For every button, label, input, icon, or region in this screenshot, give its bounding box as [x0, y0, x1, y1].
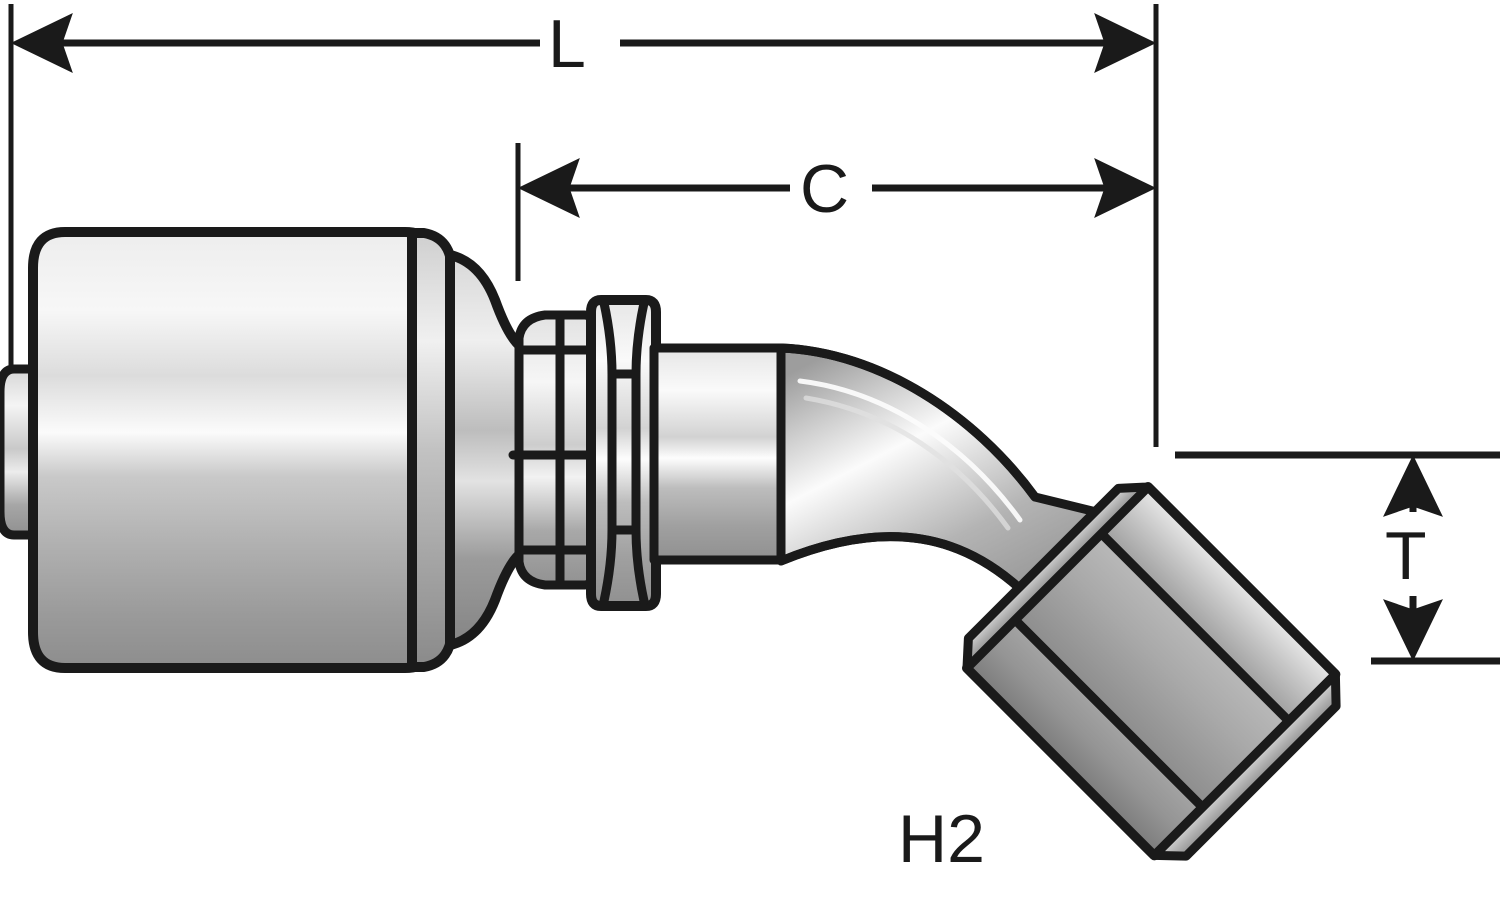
arrowhead-C-right: [1094, 158, 1157, 218]
swivel-hex-nut: [961, 481, 1341, 861]
arrowhead-L-left: [10, 13, 73, 73]
arrowhead-T-up: [1383, 454, 1443, 517]
arrowhead-C-left: [517, 158, 580, 218]
hex-flange-facets: [599, 298, 649, 606]
bend-outer-edge: [776, 343, 1040, 502]
hex-facet-edge-upper: [599, 298, 617, 606]
swivel-nut-chamfer: [1149, 669, 1341, 861]
taper-transition: [445, 250, 525, 650]
arrowhead-T-down: [1383, 599, 1443, 662]
dimension-label-C: C: [800, 151, 850, 227]
bend-highlight: [797, 378, 1023, 531]
fitting-assembly: [0, 227, 1341, 861]
swivel-nut-throat: [962, 482, 1153, 673]
hex-facet-edge-lower: [631, 298, 649, 606]
dimension-lines: [8, 4, 1500, 665]
straight-barrel: [649, 343, 787, 565]
bend-highlight-line-1: [797, 378, 1023, 523]
dimension-label-T: T: [1385, 518, 1427, 594]
crimp-collar: [28, 227, 442, 673]
hex-flange: [586, 295, 661, 611]
arrowhead-L-right: [1094, 13, 1157, 73]
bend-highlight-line-2: [803, 395, 1011, 531]
dimension-label-L: L: [548, 6, 586, 82]
dimension-label-H2: H2: [898, 801, 985, 877]
